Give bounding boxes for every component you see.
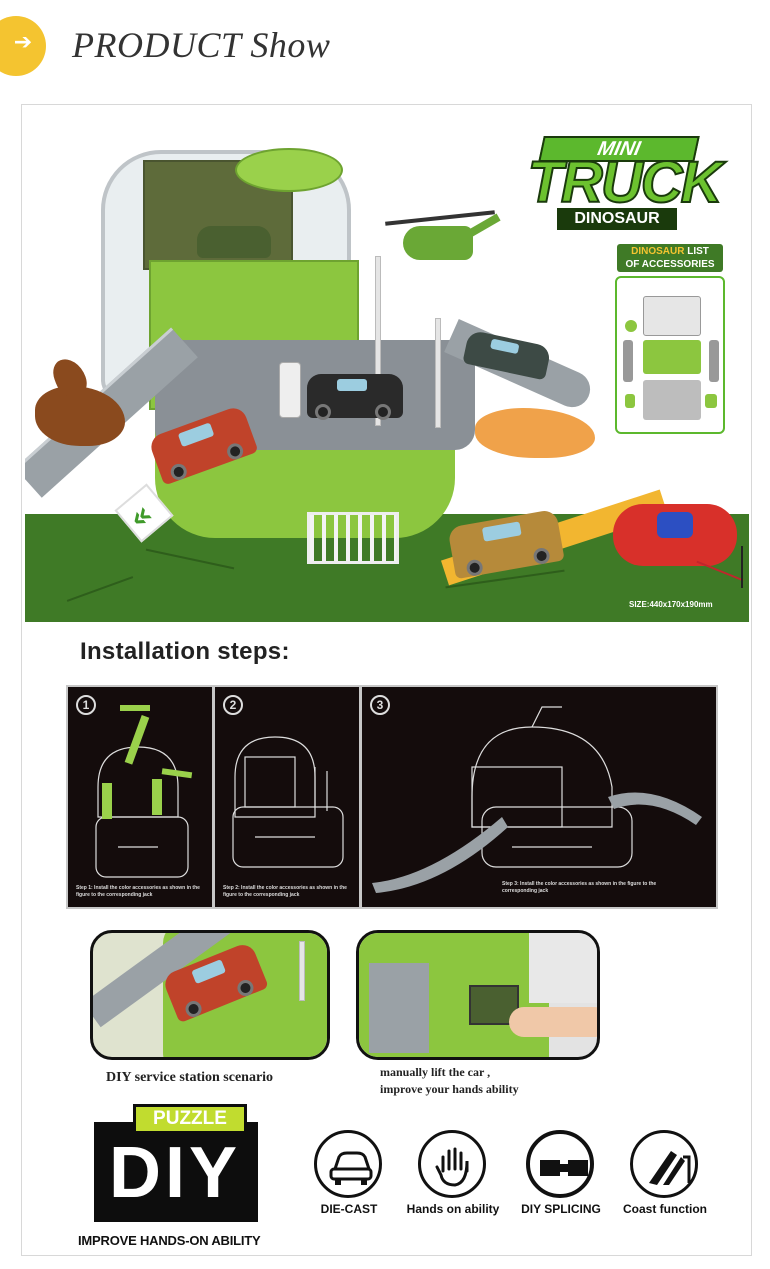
feature-diy-splicing: DIY SPLICING xyxy=(512,1130,610,1220)
diy-text: DIY xyxy=(108,1133,242,1213)
hand-icon xyxy=(418,1130,486,1198)
car-window xyxy=(490,338,520,355)
wheel xyxy=(375,404,391,420)
feature-hands-on: Hands on ability xyxy=(404,1130,502,1220)
step-2-panel: 2 Step 2: Install the color accessories … xyxy=(215,687,359,907)
accessories-title-rest: LIST xyxy=(687,246,709,257)
service-station-photo xyxy=(90,930,330,1060)
car-window xyxy=(191,959,227,985)
feature-label: Coast function xyxy=(623,1202,707,1216)
car-window xyxy=(337,379,367,391)
accessory-ramp xyxy=(709,340,719,382)
feature-label: Hands on ability xyxy=(406,1202,500,1216)
accessories-panel xyxy=(615,276,725,434)
feature-coast-function: Coast function xyxy=(616,1130,714,1220)
black-suv xyxy=(307,374,403,420)
step-3-panel: 3 Step 3: Install the color accessories … xyxy=(362,687,716,907)
helicopter-tail xyxy=(465,213,501,239)
diy-badge xyxy=(94,1122,258,1222)
street-lamp xyxy=(375,256,381,426)
step-number: 3 xyxy=(370,695,390,715)
product-hero-image: MINI TRUCK DINOSAUR DINOSAUR LIST OF ACC… xyxy=(25,108,749,622)
installation-steps: 1 Step 1: Install the color accessories … xyxy=(66,685,718,909)
scene-2-caption: manually lift the car , improve your han… xyxy=(380,1064,519,1098)
wheel xyxy=(532,546,551,566)
size-axis xyxy=(741,546,743,588)
scene-1-caption: DIY service station scenario xyxy=(106,1070,274,1085)
accessory-piece xyxy=(705,394,717,408)
car-window xyxy=(177,422,215,448)
helicopter-body xyxy=(403,226,473,260)
accessories-title: DINOSAUR LIST OF ACCESSORIES xyxy=(617,244,723,272)
accessory-ramp xyxy=(623,340,633,382)
step-2-diagram xyxy=(232,736,344,868)
step-number: 2 xyxy=(223,695,243,715)
lift-car-photo xyxy=(356,930,600,1060)
step-caption: Step 1: Install the color accessories as… xyxy=(76,885,200,898)
helicopter xyxy=(385,192,501,272)
step-3-diagram xyxy=(372,706,702,893)
accessories-title-highlight: DINOSAUR xyxy=(631,246,685,257)
step-number: 1 xyxy=(76,695,96,715)
street-lamp xyxy=(435,318,441,428)
installation-title: Installation steps: xyxy=(80,638,290,665)
content-frame xyxy=(21,104,752,1256)
barrier-fence xyxy=(307,512,399,564)
accessory-lid xyxy=(643,296,701,336)
track-splice-icon xyxy=(526,1130,594,1198)
mini-truck-logo: MINI TRUCK DINOSAUR xyxy=(499,136,749,232)
accessory-deck xyxy=(643,380,701,420)
traffic-light xyxy=(279,362,301,418)
launch-button xyxy=(657,512,693,538)
feature-die-cast: DIE-CAST xyxy=(300,1130,398,1220)
scene-2-caption-line1: manually lift the car , xyxy=(380,1065,491,1079)
scene-2-caption-line2: improve your hands ability xyxy=(380,1082,519,1096)
case-lid xyxy=(529,933,597,1003)
wheel xyxy=(465,558,484,578)
step-1-panel: 1 Step 1: Install the color accessories … xyxy=(68,687,212,907)
puzzle-tab: PUZZLE xyxy=(133,1104,247,1134)
stegosaurus-dinosaur xyxy=(475,408,595,458)
accessories-title-line2: OF ACCESSORIES xyxy=(625,259,715,270)
feature-label: DIE-CAST xyxy=(320,1202,378,1216)
wheel xyxy=(315,404,331,420)
accessory-base xyxy=(643,340,701,374)
accessory-piece xyxy=(625,394,635,408)
hand xyxy=(509,1007,597,1037)
gold-car xyxy=(447,508,565,580)
logo-truck: TRUCK xyxy=(527,150,724,215)
feature-label: DIY SPLICING xyxy=(521,1202,601,1216)
logo-dinosaur: DINOSAUR xyxy=(557,208,677,230)
car-launcher xyxy=(440,489,745,618)
size-label: SIZE:440x170x190mm xyxy=(629,600,713,609)
garage-bay xyxy=(369,963,429,1053)
header-badge xyxy=(0,16,46,76)
step-caption: Step 2: Install the color accessories as… xyxy=(223,885,347,898)
helipad xyxy=(235,148,343,192)
step-caption: Step 3: Install the color accessories as… xyxy=(502,881,657,894)
car-window xyxy=(481,521,522,542)
arrow-right-icon: ➔ xyxy=(13,30,33,55)
page-header: ➔ PRODUCT Show xyxy=(0,14,770,78)
car-icon xyxy=(314,1130,382,1198)
coast-ramp-icon xyxy=(630,1130,698,1198)
street-lamp xyxy=(299,941,305,1001)
page-title: PRODUCT Show xyxy=(72,25,331,65)
poster-car xyxy=(197,226,271,258)
improve-hands-on-text: IMPROVE HANDS-ON ABILITY xyxy=(78,1233,261,1248)
accessory-pad xyxy=(625,320,637,332)
step-1-diagram xyxy=(95,705,193,878)
